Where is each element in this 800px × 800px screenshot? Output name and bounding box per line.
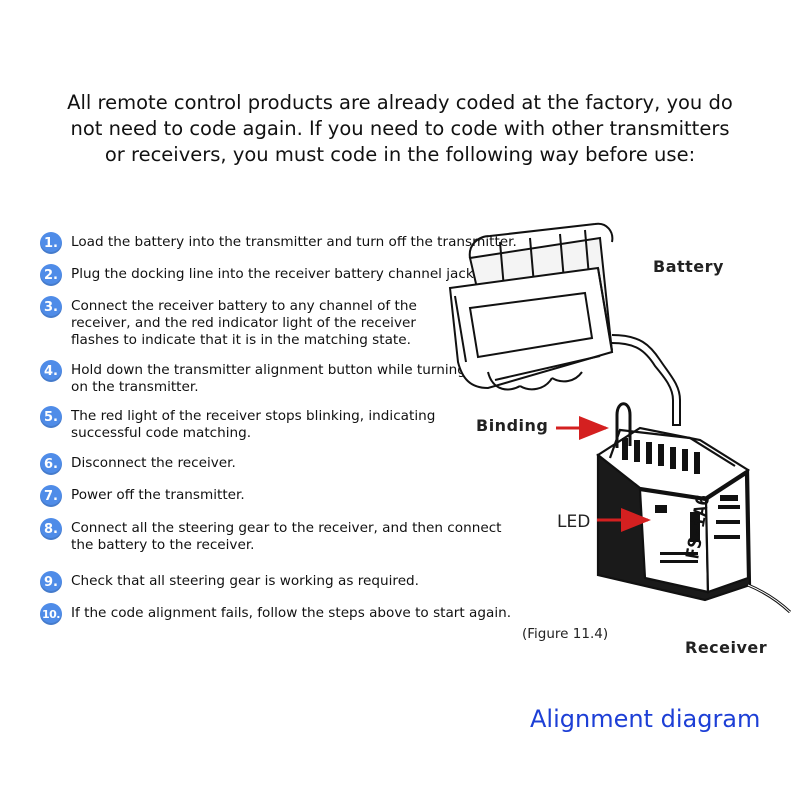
step-number-badge: 10. — [40, 603, 62, 625]
step-number-badge: 4. — [40, 360, 62, 382]
intro-paragraph: All remote control products are already … — [40, 90, 760, 168]
step-10: 10. If the code alignment fails, follow … — [40, 603, 531, 625]
step-number-badge: 1. — [40, 232, 62, 254]
step-line: successful code matching. — [71, 425, 252, 441]
step-line: Hold down the transmitter alignment butt… — [71, 362, 466, 378]
step-number-badge: 5. — [40, 406, 62, 428]
intro-line-1: All remote control products are already … — [67, 91, 733, 114]
led-label: LED — [557, 512, 591, 532]
step-line: Disconnect the receiver. — [71, 455, 236, 471]
step-2: 2. Plug the docking line into the receiv… — [40, 264, 531, 286]
step-4: 4. Hold down the transmitter alignment b… — [40, 360, 491, 396]
step-number-badge: 3. — [40, 296, 62, 318]
step-line: Load the battery into the transmitter an… — [71, 234, 517, 250]
receiver-illustration: FS-iA6 — [596, 402, 792, 614]
step-line: Power off the transmitter. — [71, 487, 245, 503]
figure-caption: (Figure 11.4) — [522, 626, 609, 642]
step-line: receiver, and the red indicator light of… — [71, 315, 416, 331]
step-line: If the code alignment fails, follow the … — [71, 605, 512, 621]
step-line: the battery to the receiver. — [71, 537, 255, 553]
step-3: 3. Connect the receiver battery to any c… — [40, 296, 451, 349]
intro-line-3: or receivers, you must code in the follo… — [104, 143, 696, 166]
step-7: 7. Power off the transmitter. — [40, 485, 371, 507]
step-number-badge: 6. — [40, 453, 62, 475]
step-line: Plug the docking line into the receiver … — [71, 266, 479, 282]
step-9: 9. Check that all steering gear is worki… — [40, 571, 491, 593]
step-number-badge: 9. — [40, 571, 62, 593]
step-8: 8. Connect all the steering gear to the … — [40, 518, 521, 554]
step-1: 1. Load the battery into the transmitter… — [40, 232, 541, 254]
battery-lead-wire — [611, 334, 681, 426]
step-6: 6. Disconnect the receiver. — [40, 453, 371, 475]
step-line: Connect the receiver battery to any chan… — [71, 298, 417, 314]
step-number-badge: 8. — [40, 518, 62, 540]
step-5: 5. The red light of the receiver stops b… — [40, 406, 451, 442]
step-line: Check that all steering gear is working … — [71, 573, 420, 589]
intro-line-2: not need to code again. If you need to c… — [70, 117, 730, 140]
step-line: Connect all the steering gear to the rec… — [71, 520, 502, 536]
step-line: on the transmitter. — [71, 379, 199, 395]
step-number-badge: 2. — [40, 264, 62, 286]
diagram-title: Alignment diagram — [530, 705, 761, 733]
step-line: flashes to indicate that it is in the ma… — [71, 332, 411, 348]
battery-label: Battery — [653, 257, 724, 276]
step-line: The red light of the receiver stops blin… — [71, 408, 436, 424]
binding-label: Binding — [476, 416, 549, 435]
step-number-badge: 7. — [40, 485, 62, 507]
receiver-label: Receiver — [685, 638, 768, 657]
receiver-model-marking: FS-iA6 — [682, 493, 714, 561]
